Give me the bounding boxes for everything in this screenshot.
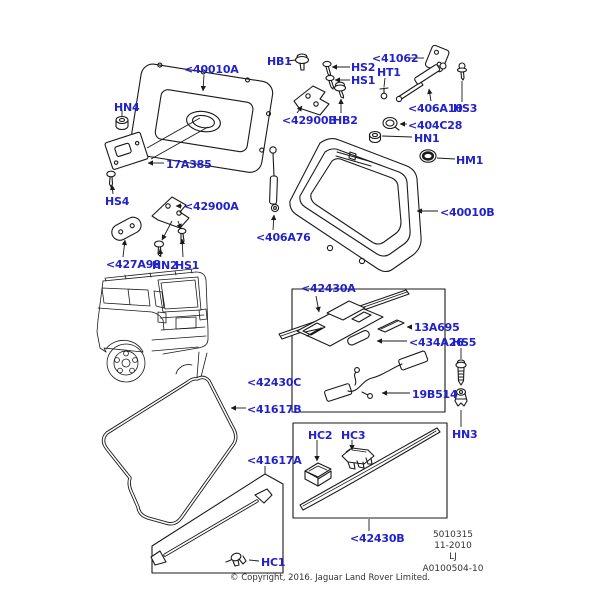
screw-hs2-drawing xyxy=(322,60,332,77)
part-label-41617B[interactable]: <41617B xyxy=(247,403,302,416)
doc-number: 5010315 xyxy=(432,530,474,540)
finisher-assembly-drawing xyxy=(296,300,384,347)
part-label-42900A[interactable]: <42900A xyxy=(184,200,239,213)
part-label-41062[interactable]: <41062 xyxy=(372,52,419,65)
screw-hs3-drawing xyxy=(456,62,468,81)
part-label-HC3[interactable]: HC3 xyxy=(341,429,366,442)
clip-hc1-drawing xyxy=(225,552,247,567)
part-label-HS2[interactable]: HS2 xyxy=(351,61,376,74)
part-label-13A695[interactable]: 13A695 xyxy=(414,321,460,334)
part-label-HN2[interactable]: HN2 xyxy=(152,259,178,272)
part-label-HN1[interactable]: HN1 xyxy=(414,132,440,145)
part-label-42430A[interactable]: <42430A xyxy=(301,282,356,295)
plate-427A98-drawing xyxy=(111,216,142,241)
nut-hn1-drawing xyxy=(368,130,382,143)
strip-42430B-drawing xyxy=(299,427,441,511)
part-label-404C28[interactable]: <404C28 xyxy=(408,119,463,132)
part-label-HB1[interactable]: HB1 xyxy=(267,55,292,68)
part-label-HC2[interactable]: HC2 xyxy=(308,429,333,442)
part-label-HS3[interactable]: HS3 xyxy=(453,102,478,115)
strut-assy-41062-drawing xyxy=(395,44,450,103)
bolt-hb1-drawing xyxy=(294,53,310,71)
plinth-17A385-drawing xyxy=(104,117,209,170)
kit-box-42430B xyxy=(292,422,448,519)
module-hc2-drawing xyxy=(304,462,332,487)
part-label-42900B[interactable]: <42900B xyxy=(282,114,337,127)
part-label-406A76[interactable]: <406A76 xyxy=(256,231,311,244)
kit-box-41617A xyxy=(150,473,284,574)
part-label-HN3[interactable]: HN3 xyxy=(452,428,478,441)
nut-hn4-drawing xyxy=(115,115,129,131)
lens-434A26-drawing xyxy=(347,330,370,346)
kit-box-42430C xyxy=(291,288,446,413)
part-label-HB2[interactable]: HB2 xyxy=(333,114,358,127)
part-label-41617A[interactable]: <41617A xyxy=(247,454,302,467)
clip-hn3-drawing xyxy=(454,388,468,407)
harness-19B514-drawing xyxy=(324,350,429,402)
part-label-42430B[interactable]: <42430B xyxy=(350,532,405,545)
ball-stud-ht1-drawing xyxy=(379,87,389,100)
part-label-HS4[interactable]: HS4 xyxy=(105,195,130,208)
leader-lines xyxy=(109,57,463,562)
screw-hs5-drawing xyxy=(455,359,467,386)
clip-hc3-drawing xyxy=(341,447,375,470)
doc-date: 11-2010 xyxy=(434,541,472,552)
copyright-notice: © Copyright, 2016. Jaguar Land Rover Lim… xyxy=(230,573,431,583)
screw-hs4-drawing xyxy=(106,170,116,188)
vehicle-drawing xyxy=(96,268,209,383)
bolt-hn2-drawing xyxy=(153,240,165,257)
part-label-40010A[interactable]: <40010A xyxy=(184,63,239,76)
part-label-427A98[interactable]: <427A98 xyxy=(106,258,161,271)
doc-info-block: 5010315 11-2010 LJ A0100504-10 xyxy=(406,530,500,575)
part-label-HT1[interactable]: HT1 xyxy=(377,66,401,79)
part-label-406A10[interactable]: <406A10 xyxy=(408,102,463,115)
part-label-HS1-low[interactable]: HS1 xyxy=(175,259,200,272)
tailgate-lower-panel-drawing xyxy=(129,62,274,173)
part-label-17A385[interactable]: 17A385 xyxy=(166,158,212,171)
screw-hs1-top-drawing xyxy=(325,74,335,90)
part-label-42430C[interactable]: <42430C xyxy=(247,376,302,389)
tailgate-upper-frame-drawing xyxy=(289,137,422,273)
strut-406A76-drawing xyxy=(269,146,280,213)
grommet-hm1-drawing xyxy=(419,149,437,163)
seal-41617B-drawing xyxy=(101,375,238,526)
part-label-434A26[interactable]: <434A26 xyxy=(409,336,464,349)
part-label-HC1[interactable]: HC1 xyxy=(261,556,286,569)
part-label-40010B[interactable]: <40010B xyxy=(440,206,495,219)
part-label-HS1-top[interactable]: HS1 xyxy=(351,74,376,87)
part-label-HM1[interactable]: HM1 xyxy=(456,154,484,167)
part-label-HS5[interactable]: HS5 xyxy=(452,336,477,349)
lamp-13A695-drawing xyxy=(377,319,405,333)
doc-ref: A0100504-10 xyxy=(422,563,484,574)
part-label-19B514[interactable]: 19B514 xyxy=(412,388,458,401)
bolt-hb2-drawing xyxy=(333,81,347,99)
part-label-HN4[interactable]: HN4 xyxy=(114,101,140,114)
hinge-42900B-drawing xyxy=(293,85,330,116)
buffer-404C28-drawing xyxy=(382,116,400,131)
doc-code: LJ xyxy=(449,552,457,563)
